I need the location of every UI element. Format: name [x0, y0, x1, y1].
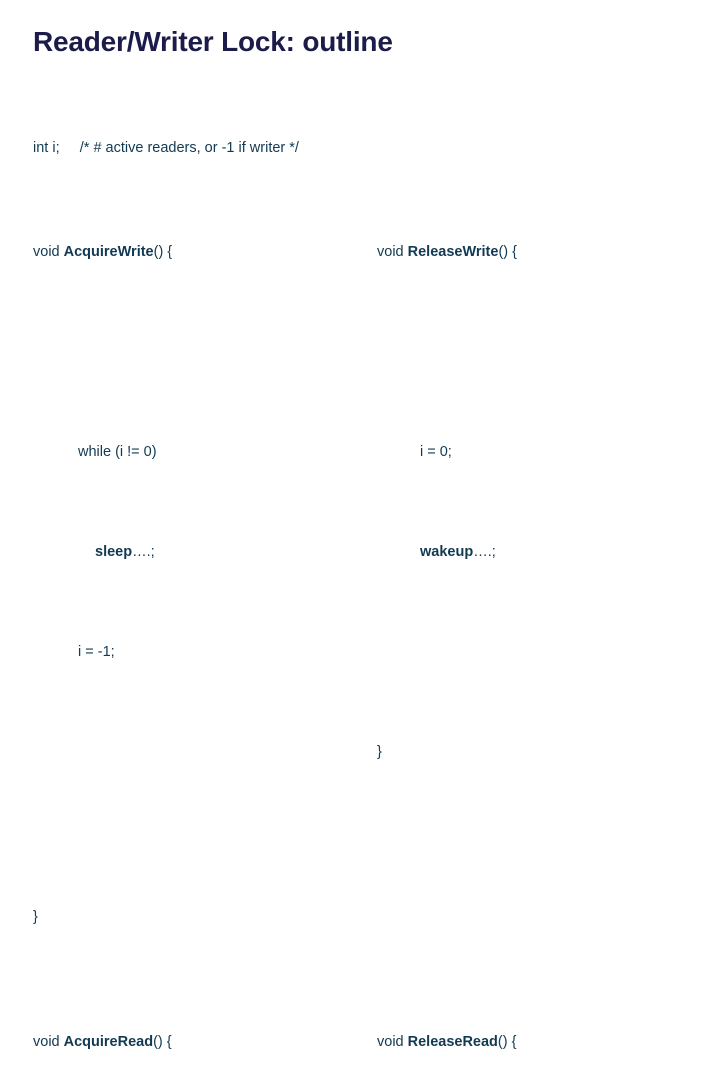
acquire-write-close-brace: }: [33, 905, 363, 930]
call-ellipsis: ….;: [132, 544, 155, 560]
signature-open-brace: () {: [153, 244, 173, 260]
spacer: [377, 640, 707, 665]
close-brace: }: [377, 744, 382, 760]
left-code-column: void AcquireWrite() { while (i != 0) sle…: [33, 140, 363, 1080]
spacer: [33, 815, 363, 830]
call-sleep: sleep: [95, 544, 133, 560]
page-title: Reader/Writer Lock: outline: [33, 26, 393, 57]
signature-keyword-void: void: [377, 1034, 408, 1050]
function-name-release-write: ReleaseWrite: [407, 244, 499, 260]
release-write-close-brace: }: [377, 740, 707, 765]
declaration-block: int i; /* # active readers, or -1 if wri…: [33, 86, 693, 211]
call-wakeup: wakeup: [420, 544, 474, 560]
acquire-write-signature: void AcquireWrite() {: [33, 240, 363, 265]
signature-open-brace: () {: [153, 1034, 172, 1050]
spacer: [377, 915, 707, 930]
signature-open-brace: () {: [497, 1034, 517, 1050]
spacer: [377, 340, 707, 365]
release-read-signature: void ReleaseRead() {: [377, 1030, 707, 1055]
right-code-column: void ReleaseWrite() { i = 0; wakeup….; }…: [377, 140, 707, 1080]
statement-text: while (i != 0): [78, 444, 157, 460]
signature-keyword-void: void: [33, 1034, 64, 1050]
release-write-signature: void ReleaseWrite() {: [377, 240, 707, 265]
signature-keyword-void: void: [33, 244, 64, 260]
call-ellipsis: ….;: [473, 544, 496, 560]
function-name-release-read: ReleaseRead: [407, 1034, 498, 1050]
close-brace: }: [33, 909, 38, 925]
release-write-wakeup: wakeup….;: [377, 540, 707, 565]
slide-canvas: Reader/Writer Lock: outline int i; /* # …: [33, 26, 693, 1050]
spacer: [33, 740, 363, 765]
statement-text: i = 0;: [420, 444, 452, 460]
function-name-acquire-read: AcquireRead: [63, 1034, 154, 1050]
acquire-write-assign: i = -1;: [33, 640, 363, 665]
statement-text: i = -1;: [78, 644, 115, 660]
release-write-assign: i = 0;: [377, 440, 707, 465]
acquire-write-sleep: sleep….;: [33, 540, 363, 565]
function-name-acquire-write: AcquireWrite: [63, 244, 154, 260]
declaration-comment: /* # active readers, or -1 if writer */: [79, 140, 299, 156]
spacer: [33, 340, 363, 365]
declaration-type: int i;: [33, 140, 60, 156]
acquire-write-while: while (i != 0): [33, 440, 363, 465]
declaration-line: int i; /* # active readers, or -1 if wri…: [33, 136, 693, 161]
signature-keyword-void: void: [377, 244, 408, 260]
acquire-read-signature: void AcquireRead() {: [33, 1030, 363, 1055]
signature-open-brace: () {: [498, 244, 517, 260]
spacer: [377, 840, 707, 865]
